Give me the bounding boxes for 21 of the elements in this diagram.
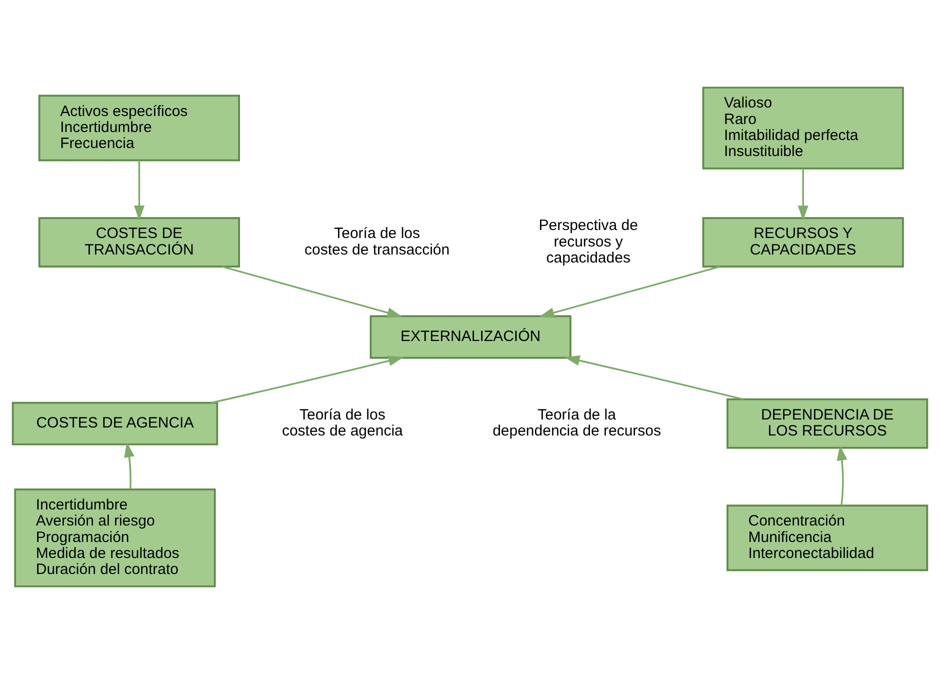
arrow [222,266,402,318]
node-box: Concentración Munificencia Interconectabilidad [726,504,928,572]
arrow [211,356,404,404]
arrow [836,445,848,506]
node-box: EXTERNALIZACIÓN [370,315,572,359]
arrow [798,168,808,221]
arrow [564,355,744,400]
arrow [124,442,134,489]
node-box: RECURSOS Y CAPACIDADES [702,217,904,268]
node-box: COSTES DE AGENCIA [12,402,218,446]
label: Teoría de los costes de transacción [304,225,450,258]
node-box: COSTES DE TRANSACCIÓN [38,217,240,268]
arrow [134,160,144,221]
arrow [539,266,720,318]
node-box: DEPENDENCIA DE LOS RECURSOS [726,398,928,449]
label: Teoría de la dependencia de recursos [492,406,662,440]
node-box: Valioso Raro Imitabilidad perfecta Insustituible [702,86,904,170]
node-box: Activos específicos Incertidumbre Frecuencia [38,94,240,162]
node-box: Incertidumbre Aversión al riesgo Programación Medida de resultados Duración del contrato [14,488,216,588]
label: Teoría de los costes de agencia [282,406,403,440]
label: Perspectiva de recursos y capacidades [538,217,638,266]
